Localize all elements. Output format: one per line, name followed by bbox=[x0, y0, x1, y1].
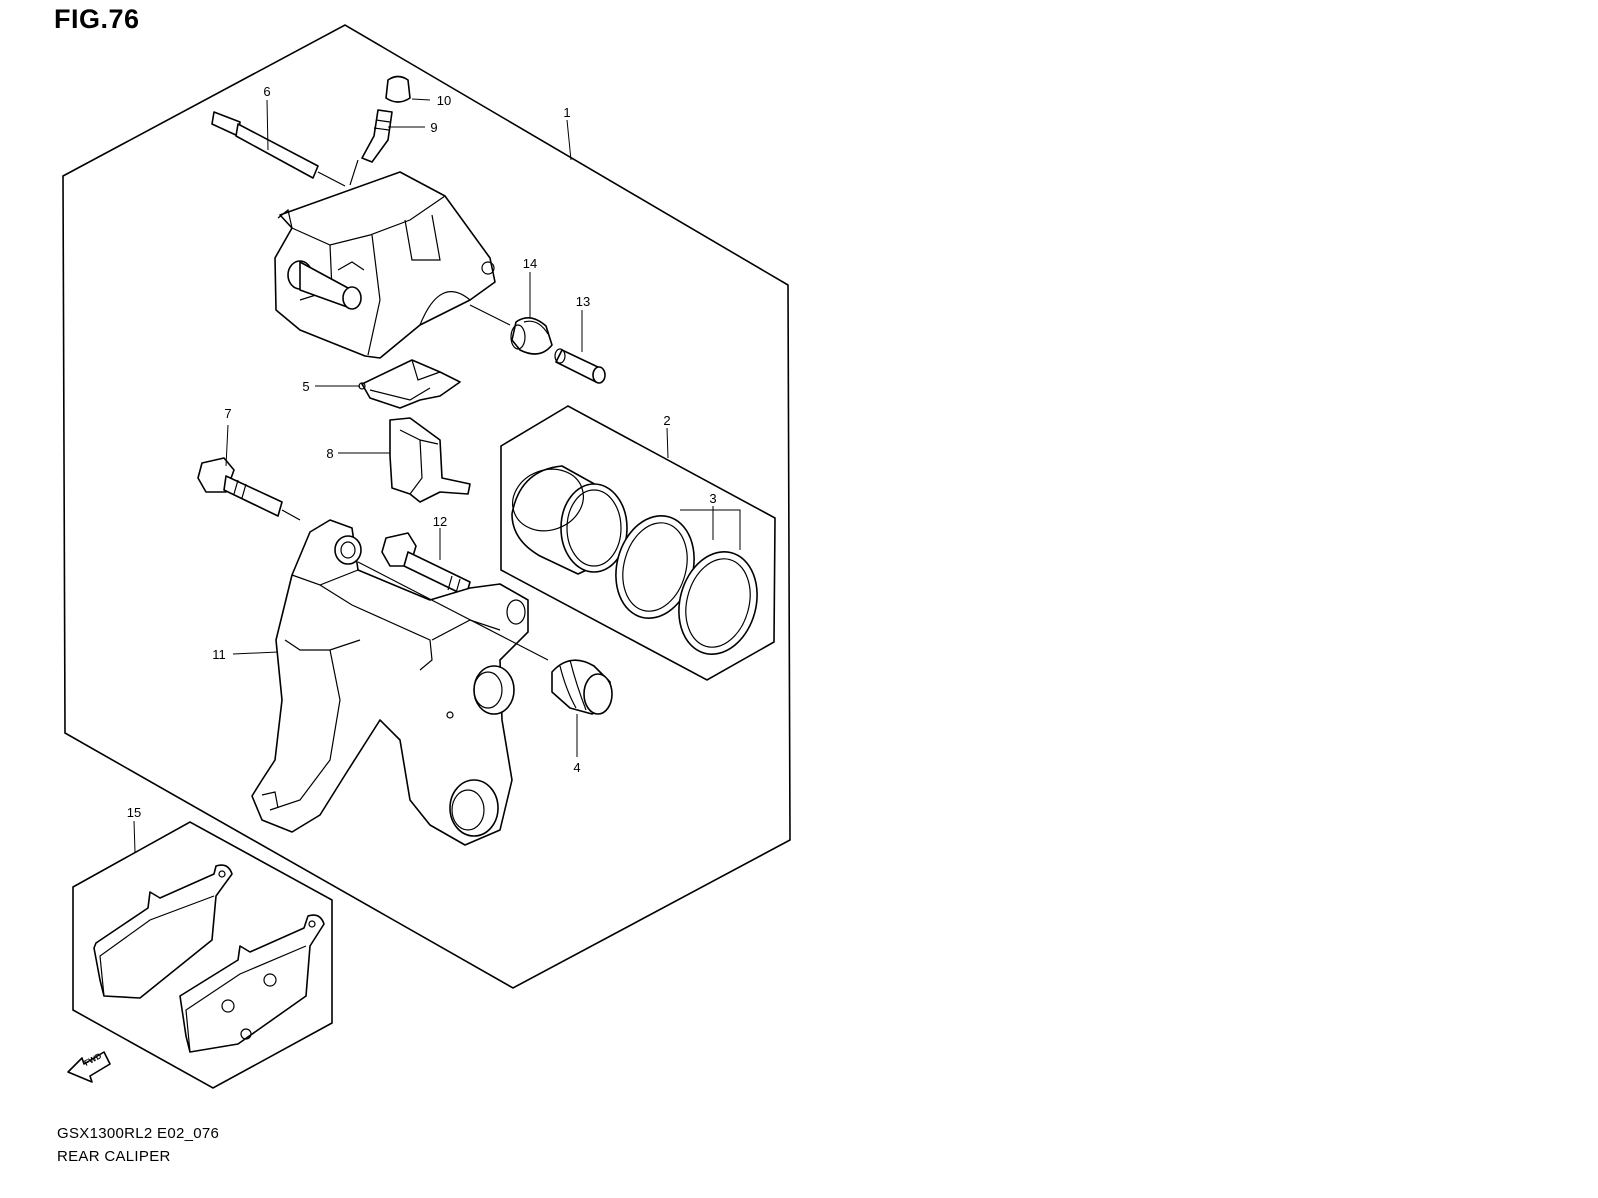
bleeder-cap-10 bbox=[385, 75, 411, 103]
callout-10: 10 bbox=[437, 93, 451, 108]
assembly-outline-box bbox=[62, 24, 791, 989]
mounting-bolt-7 bbox=[197, 457, 301, 521]
callout-3: 3 bbox=[709, 491, 716, 506]
caliper-body bbox=[274, 171, 511, 359]
callout-2: 2 bbox=[663, 413, 670, 428]
boot-14 bbox=[510, 317, 553, 355]
brake-pad-box bbox=[72, 821, 333, 1089]
caliper-bracket-11 bbox=[251, 519, 549, 846]
figure-title: FIG.76 bbox=[54, 4, 140, 34]
callout-12: 12 bbox=[433, 514, 447, 529]
callout-4: 4 bbox=[573, 760, 580, 775]
callout-13: 13 bbox=[576, 294, 590, 309]
forward-arrow-icon bbox=[67, 1051, 111, 1083]
callout-5: 5 bbox=[302, 379, 309, 394]
callout-6: 6 bbox=[263, 84, 270, 99]
callout-11: 11 bbox=[212, 647, 226, 662]
pad-spring-5 bbox=[358, 359, 461, 409]
figure-caption: REAR CALIPER bbox=[57, 1148, 171, 1165]
piston-kit-box bbox=[500, 405, 776, 681]
callout-7: 7 bbox=[224, 406, 231, 421]
boot-4 bbox=[551, 659, 613, 715]
callout-14: 14 bbox=[523, 256, 537, 271]
pad-retainer-8 bbox=[389, 417, 471, 503]
callout-8: 8 bbox=[326, 446, 333, 461]
leader-lines bbox=[133, 98, 741, 853]
callout-9: 9 bbox=[430, 120, 437, 135]
bleeder-valve-9 bbox=[349, 109, 393, 186]
callout-1: 1 bbox=[563, 105, 570, 120]
callout-15: 15 bbox=[127, 805, 141, 820]
piston-seals-3 bbox=[615, 515, 758, 655]
model-code: GSX1300RL2 E02_076 bbox=[57, 1125, 220, 1142]
piston-2 bbox=[511, 465, 628, 575]
brake-pads-15 bbox=[93, 864, 325, 1053]
sleeve-13 bbox=[554, 348, 606, 384]
callout-numbers: 1 2 3 4 5 6 7 8 9 10 11 12 13 14 15 bbox=[127, 84, 717, 820]
slide-pin-6 bbox=[211, 111, 346, 187]
